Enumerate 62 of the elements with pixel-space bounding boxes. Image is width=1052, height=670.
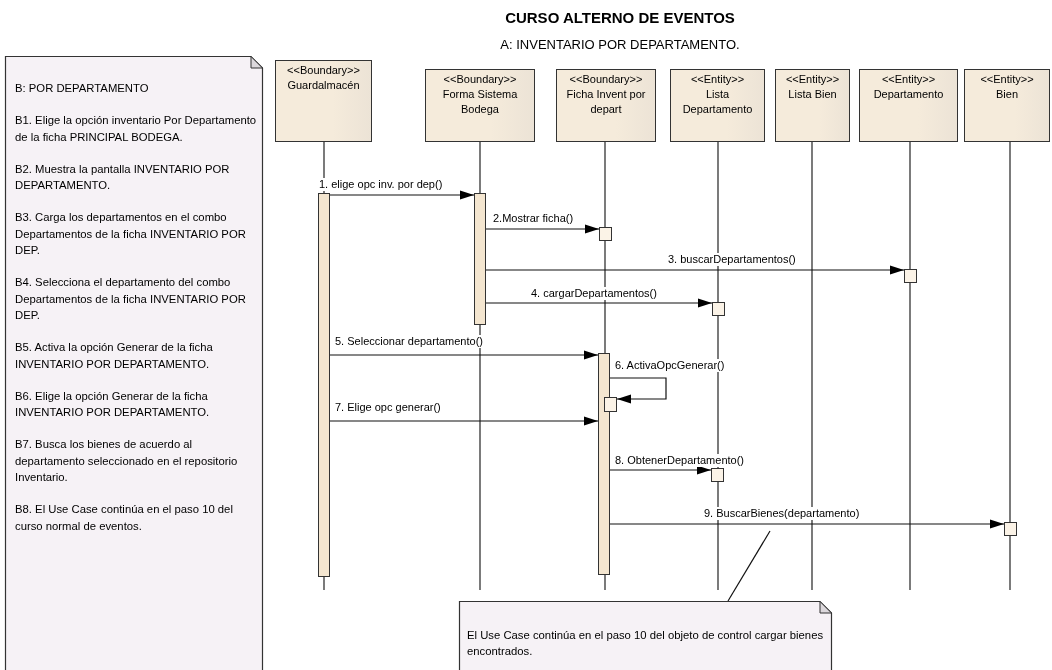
note-text: B5. Activa la opción Generar de la ficha INVENTARIO POR DEPARTAMENTO. bbox=[15, 340, 214, 372]
edge-label: 8. ObtenerDepartamento() bbox=[614, 454, 745, 467]
message-arrow bbox=[609, 519, 1005, 529]
note-text: B8. El Use Case continúa en el paso 10 del curso normal de eventos. bbox=[15, 502, 234, 534]
stereotype-label: <<Entity>> bbox=[880, 72, 937, 87]
leader-line bbox=[727, 530, 771, 602]
activation-bar bbox=[474, 193, 486, 325]
edge-label: 6. ActivaOpcGenerar() bbox=[614, 359, 726, 372]
edge-label: 3. buscarDepartamentos() bbox=[667, 253, 797, 266]
diagram-title: CURSO ALTERNO DE EVENTOS bbox=[504, 9, 736, 26]
message-arrow bbox=[485, 224, 600, 234]
lifeline-header bbox=[275, 60, 372, 142]
stereotype-label: <<Boundary>> bbox=[442, 72, 518, 87]
edge-label: 1. elige opc inv. por dep() bbox=[318, 178, 444, 191]
activation-bar bbox=[598, 353, 610, 575]
diagram-subtitle: A: INVENTARIO POR DEPARTAMENTO. bbox=[499, 37, 741, 52]
lifeline-name: Forma Sistema Bodega bbox=[441, 87, 519, 117]
edge-label: 7. Elige opc generar() bbox=[334, 401, 442, 414]
lifeline-header bbox=[670, 69, 765, 142]
note-text: B6. Elige la opción Generar de la ficha INVENTARIO POR DEPARTAMENTO. bbox=[15, 388, 211, 421]
lifeline-name: Departamento bbox=[872, 87, 945, 102]
activation-bar bbox=[318, 193, 330, 577]
edge-label: 9. BuscarBienes(departamento) bbox=[703, 507, 861, 520]
lifeline-header bbox=[775, 69, 850, 142]
note-text: B: POR DEPARTAMENTO bbox=[15, 81, 150, 96]
message-arrow bbox=[329, 350, 599, 360]
message-arrow bbox=[485, 298, 713, 308]
note-text: B2. Muestra la pantalla INVENTARIO POR DEPARTAMENTO. bbox=[15, 161, 231, 194]
lifeline-name: Lista Bien bbox=[787, 87, 838, 102]
note-text: B1. Elige la opción inventario Por Departamento de la ficha PRINCIPAL BODEGA. bbox=[15, 113, 257, 145]
stereotype-label: <<Entity>> bbox=[689, 72, 746, 87]
lifeline-header bbox=[859, 69, 958, 142]
lifeline-header bbox=[425, 69, 535, 142]
note bbox=[459, 601, 832, 670]
edge-label: 4. cargarDepartamentos() bbox=[530, 287, 658, 300]
edge-label: 5. Seleccionar departamento() bbox=[334, 335, 484, 348]
stereotype-label: <<Boundary>> bbox=[286, 63, 361, 78]
lifeline-name: Ficha Invent por depart bbox=[565, 87, 647, 117]
message-arrow bbox=[329, 416, 599, 426]
activation-box bbox=[712, 302, 725, 316]
activation-box bbox=[711, 468, 724, 482]
message-arrow bbox=[329, 190, 475, 200]
note-text: El Use Case continúa en el paso 10 del objeto de control cargar bienes encontrados. bbox=[467, 628, 825, 660]
activation-box bbox=[604, 397, 617, 412]
message-arrow bbox=[609, 377, 667, 404]
lifeline-name: Lista Departamento bbox=[681, 87, 754, 117]
lifeline-name: Guardalmacén bbox=[286, 78, 361, 93]
stereotype-label: <<Entity>> bbox=[979, 72, 1035, 87]
note bbox=[5, 56, 263, 670]
stereotype-label: <<Entity>> bbox=[784, 72, 841, 87]
lifeline-header bbox=[556, 69, 656, 142]
activation-box bbox=[904, 269, 917, 283]
activation-box bbox=[1004, 522, 1017, 536]
note-text: B7. Busca los bienes de acuerdo al departamento seleccionado en el repositorio Inventario. bbox=[15, 437, 239, 486]
lifeline-header bbox=[964, 69, 1050, 142]
lifeline-name: Bien bbox=[995, 87, 1019, 102]
stereotype-label: <<Boundary>> bbox=[568, 72, 644, 87]
activation-box bbox=[599, 227, 612, 241]
note-text: B4. Selecciona el departamento del combo Departamentos de la ficha INVENTARIO POR DEP. bbox=[15, 275, 247, 323]
note-text: B3. Carga los departamentos en el combo Departamentos de la ficha INVENTARIO POR DEP. bbox=[15, 210, 247, 259]
message-arrow bbox=[485, 265, 905, 275]
edge-label: 2.Mostrar ficha() bbox=[492, 212, 575, 225]
